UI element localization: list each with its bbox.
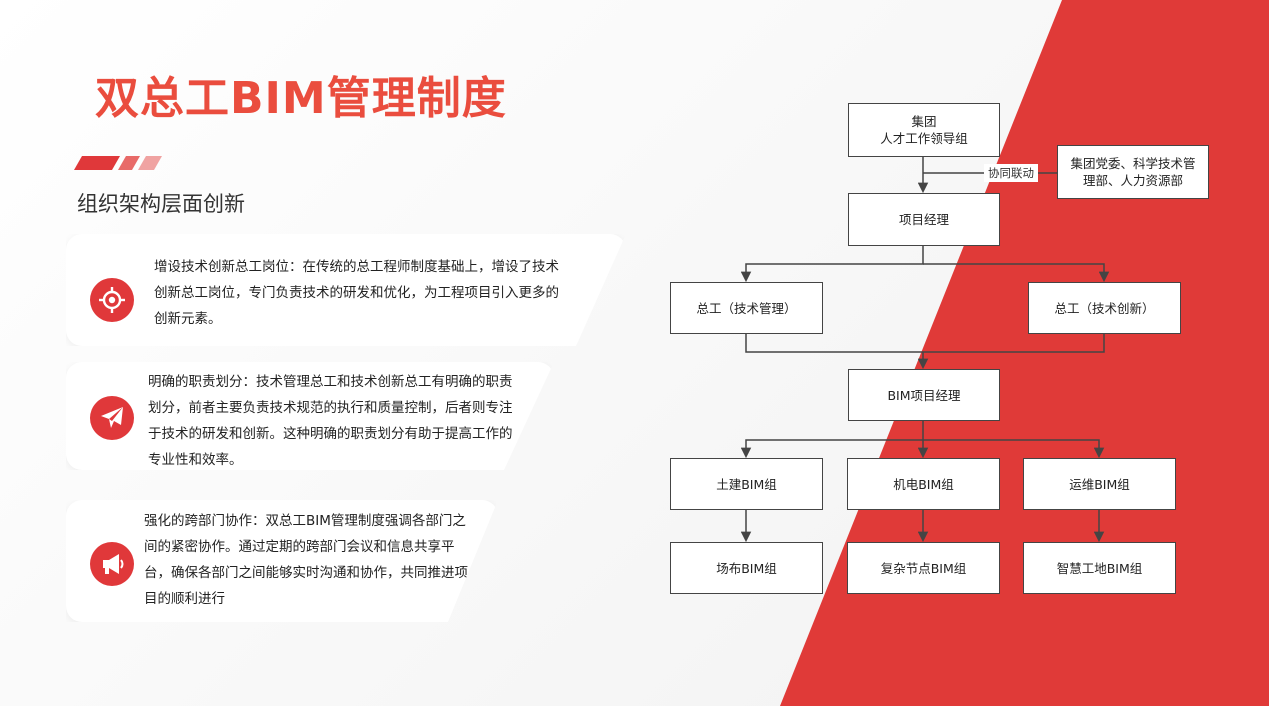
paper-plane-icon (90, 396, 134, 440)
node-project-manager: 项目经理 (848, 193, 1000, 246)
node-party: 集团党委、科学技术管理部、人力资源部 (1057, 145, 1209, 199)
card-text: 明确的职责划分：技术管理总工和技术创新总工有明确的职责划分，前者主要负责技术规范… (148, 374, 513, 468)
page-title: 双总工BIM管理制度 (95, 73, 507, 124)
node-site-bim: 场布BIM组 (670, 542, 823, 594)
megaphone-icon (90, 542, 134, 586)
node-ops-bim: 运维BIM组 (1023, 458, 1176, 510)
card-tech-innovation-post: 增设技术创新总工岗位：在传统的总工程师制度基础上，增设了技术创新总工岗位，专门负… (66, 234, 626, 346)
section-subtitle: 组织架构层面创新 (77, 192, 245, 216)
title-decoration (74, 156, 162, 170)
node-civil-bim: 土建BIM组 (670, 458, 823, 510)
card-text: 增设技术创新总工岗位：在传统的总工程师制度基础上，增设了技术创新总工岗位，专门负… (154, 259, 559, 327)
node-chief-tech-innovation: 总工（技术创新） (1028, 282, 1181, 334)
node-bim-project-manager: BIM项目经理 (848, 369, 1000, 421)
edge-label-coordination: 协同联动 (984, 164, 1038, 182)
node-chief-tech-management: 总工（技术管理） (670, 282, 823, 334)
node-complex-node-bim: 复杂节点BIM组 (847, 542, 1000, 594)
target-icon (90, 278, 134, 322)
card-cross-department-collaboration: 强化的跨部门协作：双总工BIM管理制度强调各部门之间的紧密协作。通过定期的跨部门… (66, 500, 498, 622)
node-mep-bim: 机电BIM组 (847, 458, 1000, 510)
node-group: 集团人才工作领导组 (848, 103, 1000, 157)
node-smart-site-bim: 智慧工地BIM组 (1023, 542, 1176, 594)
card-responsibility-division: 明确的职责划分：技术管理总工和技术创新总工有明确的职责划分，前者主要负责技术规范… (66, 362, 554, 470)
card-text: 强化的跨部门协作：双总工BIM管理制度强调各部门之间的紧密协作。通过定期的跨部门… (144, 513, 468, 607)
